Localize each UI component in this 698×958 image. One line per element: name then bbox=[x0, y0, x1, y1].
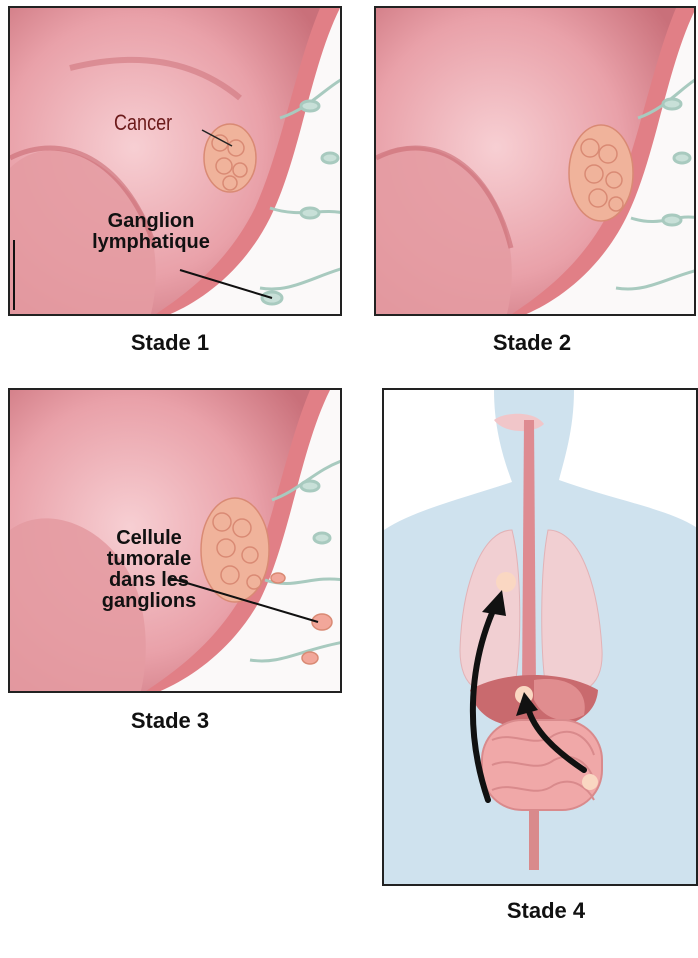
body-illustration bbox=[384, 390, 698, 886]
stage-2-panel bbox=[374, 6, 696, 316]
tumor bbox=[569, 125, 633, 221]
tumor-cells-label-line-2: tumorale bbox=[74, 549, 224, 570]
colon-illustration bbox=[10, 8, 342, 316]
lung-metastasis bbox=[496, 572, 516, 592]
stage-4-panel bbox=[382, 388, 698, 886]
stage-4-caption: Stade 4 bbox=[446, 898, 646, 924]
tumor-cells-label-line-1: Cellule bbox=[74, 528, 224, 549]
stage-3-panel: Cellule tumorale dans les ganglions bbox=[8, 388, 342, 693]
lymph-node-label-line-2: lymphatique bbox=[76, 232, 226, 253]
tumor bbox=[204, 124, 256, 192]
cancer-label: Cancer bbox=[114, 110, 172, 136]
tumor-cells-label-line-4: ganglions bbox=[74, 591, 224, 612]
stage-3-caption: Stade 3 bbox=[70, 708, 270, 734]
lymph-node-label: Ganglion lymphatique bbox=[76, 211, 226, 253]
tumor-cells-label: Cellule tumorale dans les ganglions bbox=[74, 528, 224, 612]
esophagus bbox=[522, 420, 536, 690]
stage-1-panel: Cancer Ganglion lymphatique bbox=[8, 6, 342, 316]
colon-illustration bbox=[376, 8, 696, 316]
lymph-node-label-line-1: Ganglion bbox=[76, 211, 226, 232]
stage-2-caption: Stade 2 bbox=[432, 330, 632, 356]
stage-1-caption: Stade 1 bbox=[70, 330, 270, 356]
body-silhouette bbox=[384, 390, 698, 886]
tumor-cells-label-line-3: dans les bbox=[74, 570, 224, 591]
